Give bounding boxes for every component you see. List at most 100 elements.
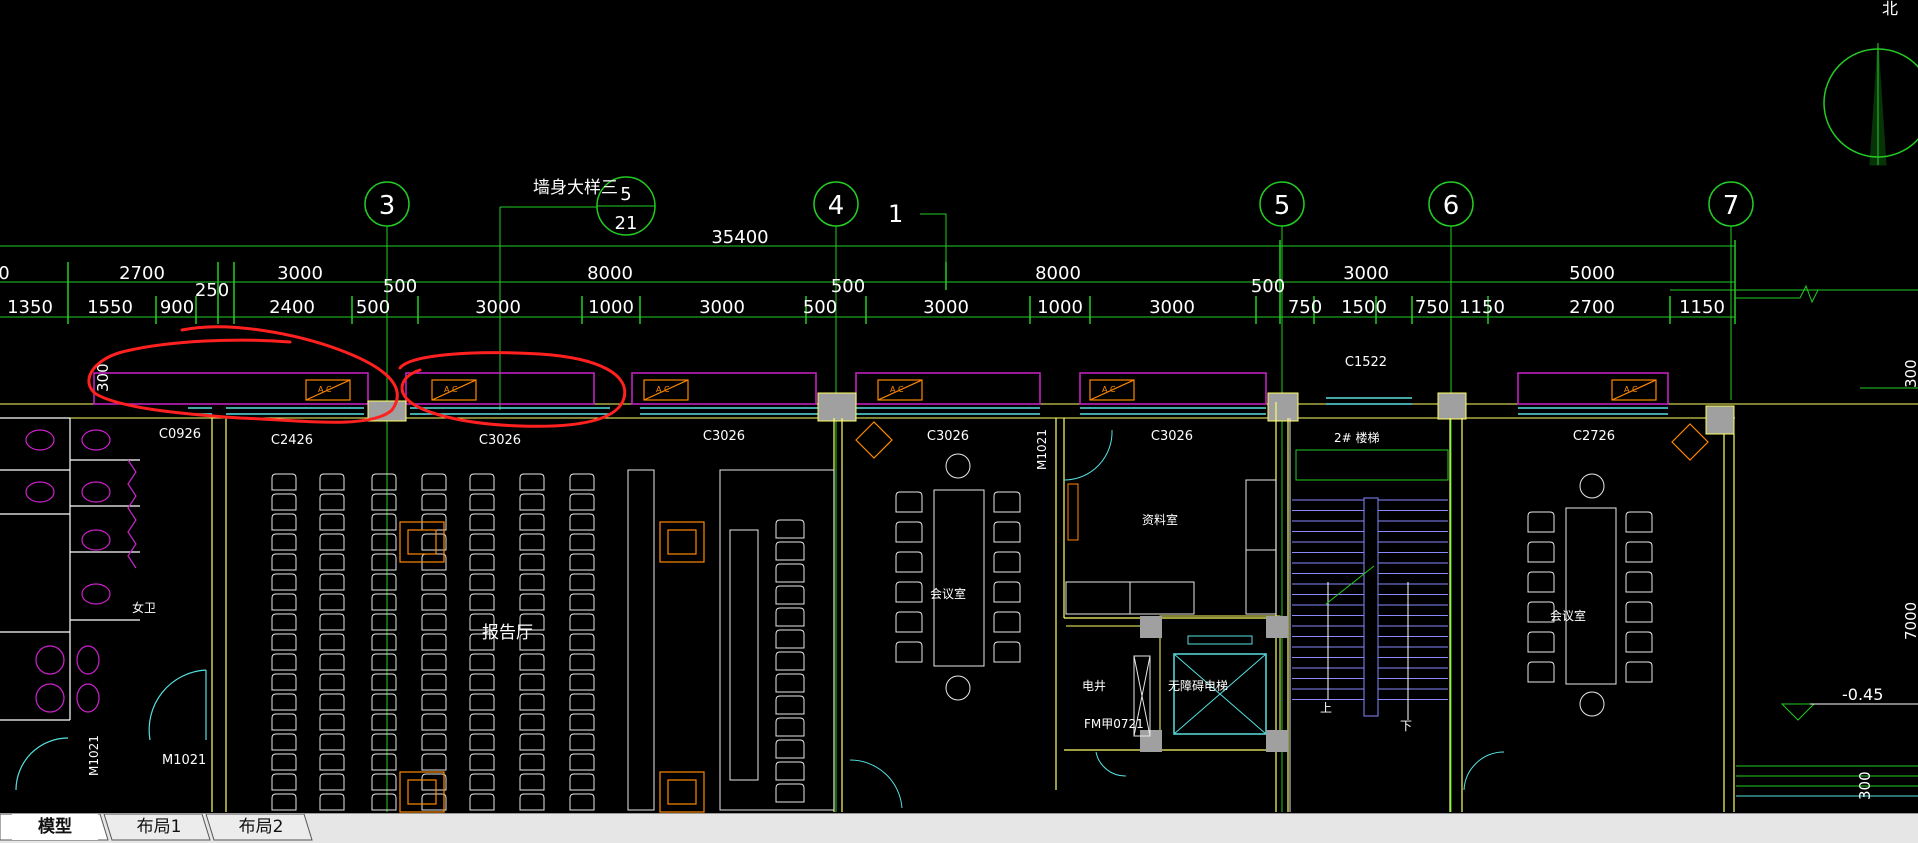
seat: [469, 773, 495, 791]
dim-r1-2: 3000: [277, 263, 323, 284]
seat: [775, 673, 805, 693]
ac-label-2: A C: [444, 385, 458, 394]
seat: [775, 651, 805, 671]
window-label-2: C2426: [271, 433, 313, 448]
seat: [569, 733, 595, 751]
tab-layout2[interactable]: 布局2: [238, 817, 284, 837]
seat: [469, 533, 495, 551]
seat: [569, 593, 595, 611]
seat: [993, 521, 1021, 543]
seat: [895, 581, 923, 603]
seat: [319, 573, 345, 591]
seat: [569, 693, 595, 711]
seat: [993, 551, 1021, 573]
seat: [421, 653, 447, 671]
seat: [271, 593, 297, 611]
window-label-7: C1522: [1345, 355, 1387, 370]
door-label-1: M1021: [87, 735, 101, 776]
room-elevator: 无障碍电梯: [1168, 678, 1228, 693]
floor-plan-drawing[interactable]: 北 3 4 5 6 7 5 21 墙身大样三 1: [0, 0, 1918, 813]
seat: [775, 695, 805, 715]
stair: 2# 楼梯 上 下: [1289, 418, 1449, 812]
seat: [319, 753, 345, 771]
seat: [519, 693, 545, 711]
seat: [1625, 601, 1653, 623]
seat: [469, 573, 495, 591]
seat: [271, 473, 297, 491]
seat: [1527, 661, 1555, 683]
seat: [319, 793, 345, 811]
seat: [519, 753, 545, 771]
seat: [469, 793, 495, 811]
seat: [421, 693, 447, 711]
exterior-wall: A C A C A C A C A C A C: [0, 372, 1918, 435]
dim-r1-9: 5000: [1569, 263, 1615, 284]
seat: [519, 633, 545, 651]
seat: [319, 633, 345, 651]
dim-r2-13: 1500: [1341, 297, 1387, 318]
seat: [519, 533, 545, 551]
seat: [271, 713, 297, 731]
seat: [371, 633, 397, 651]
tab-model[interactable]: 模型: [12, 814, 98, 840]
seat: [519, 673, 545, 691]
seat: [469, 633, 495, 651]
seat: [569, 713, 595, 731]
dim-r1-1: 2700: [119, 263, 165, 284]
cad-model-viewport[interactable]: 北 3 4 5 6 7 5 21 墙身大样三 1: [0, 0, 1918, 813]
seat: [271, 613, 297, 631]
seat: [775, 783, 805, 803]
section-mark-label: 1: [888, 200, 903, 228]
tab-layout1[interactable]: 布局1: [136, 817, 182, 837]
layout-tab-bar: 模型 布局1 布局2: [0, 813, 1918, 843]
seat: [1625, 631, 1653, 653]
seat: [421, 633, 447, 651]
seat: [421, 553, 447, 571]
seat: [519, 493, 545, 511]
elevation-marker: -0.45: [1780, 685, 1918, 721]
seat: [271, 773, 297, 791]
axis-label-5: 5: [1274, 191, 1291, 221]
seat: [371, 493, 397, 511]
seat: [993, 611, 1021, 633]
right-dim-3: 300: [1856, 771, 1874, 800]
seat: [371, 613, 397, 631]
dim-r2-10: 1000: [1037, 297, 1083, 318]
dim-r2-17: 1150: [1679, 297, 1725, 318]
room-report-hall: 报告厅: [482, 623, 533, 643]
seat: [993, 581, 1021, 603]
seat: [319, 713, 345, 731]
axis-label-7: 7: [1723, 191, 1740, 221]
dim-r1-6: 8000: [1035, 263, 1081, 284]
seat: [271, 693, 297, 711]
north-arrow: 北: [1823, 0, 1918, 166]
seat: [319, 493, 345, 511]
ac-label-6: A C: [1624, 385, 1638, 394]
seat: [569, 673, 595, 691]
seat: [895, 491, 923, 513]
elevation-label: -0.45: [1842, 685, 1883, 704]
seat: [519, 513, 545, 531]
seat: [1625, 661, 1653, 683]
red-markup[interactable]: [87, 325, 627, 428]
report-hall-seating: [271, 473, 805, 811]
door-left: [15, 669, 207, 791]
seat: [421, 713, 447, 731]
seat: [371, 673, 397, 691]
seat: [319, 733, 345, 751]
seat: [421, 533, 447, 551]
seat: [371, 793, 397, 811]
seat: [421, 793, 447, 811]
seat: [1625, 571, 1653, 593]
seat: [775, 629, 805, 649]
seat: [519, 553, 545, 571]
axis-label-4: 4: [828, 191, 845, 221]
dim-r2-2: 900: [160, 297, 194, 318]
seat: [1527, 541, 1555, 563]
seat: [895, 521, 923, 543]
seat: [519, 733, 545, 751]
window-label-3: C3026: [479, 433, 521, 448]
north-label: 北: [1882, 0, 1898, 18]
seat: [569, 773, 595, 791]
seat: [421, 673, 447, 691]
